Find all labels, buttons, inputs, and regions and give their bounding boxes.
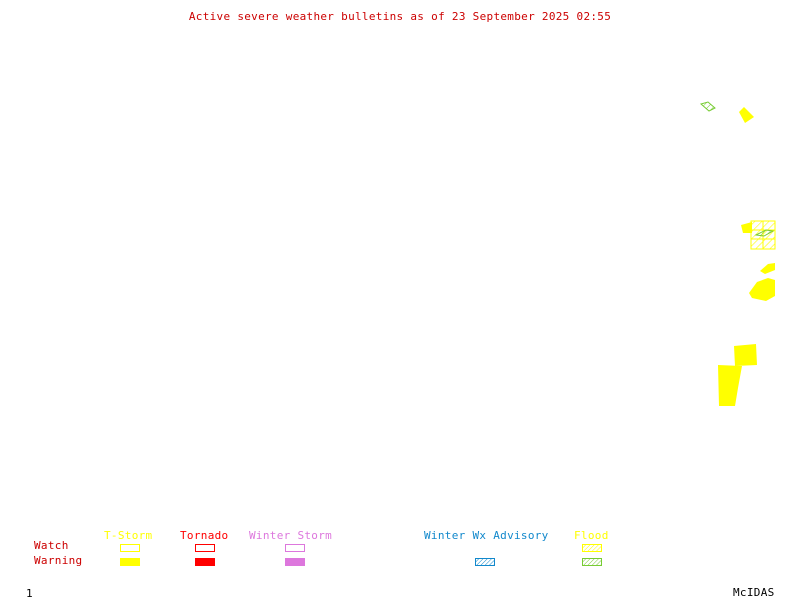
legend-col-tornado-label: Tornado [180,529,229,542]
legend-row-warning-label: Warning [34,554,83,567]
flood-warning-swatch [582,558,602,566]
legend-col-tstorm-label: T-Storm [104,529,153,542]
tstorm-watch-swatch [120,544,140,552]
tstorm-warning-area [734,344,757,366]
flood-watch-area [754,229,775,237]
legend-col-winter-storm-label: Winter Storm [249,529,333,542]
flood-watch-area [699,101,716,112]
frame-number: 1 [26,587,33,600]
winter-storm-warning-swatch [285,558,305,566]
tornado-watch-swatch [195,544,215,552]
tornado-warning-swatch [195,558,215,566]
tstorm-warning-area [741,222,752,233]
tstorm-warning-area [739,107,754,123]
legend-row-watch-label: Watch [34,539,69,552]
legend-col-winter-wx-advisory-label: Winter Wx Advisory [424,529,549,542]
legend-col-flood-label: Flood [574,529,609,542]
tstorm-warning-area [760,263,775,274]
winter-storm-watch-swatch [285,544,305,552]
tstorm-warning-area [718,365,742,406]
tstorm-warning-area [749,278,775,301]
tstorm-warning-swatch [120,558,140,566]
winter-wx-advisory-swatch [475,558,495,566]
flood-watch-swatch [582,544,602,552]
software-label: McIDAS [733,586,775,599]
bulletin-title: Active severe weather bulletins as of 23… [188,10,612,23]
